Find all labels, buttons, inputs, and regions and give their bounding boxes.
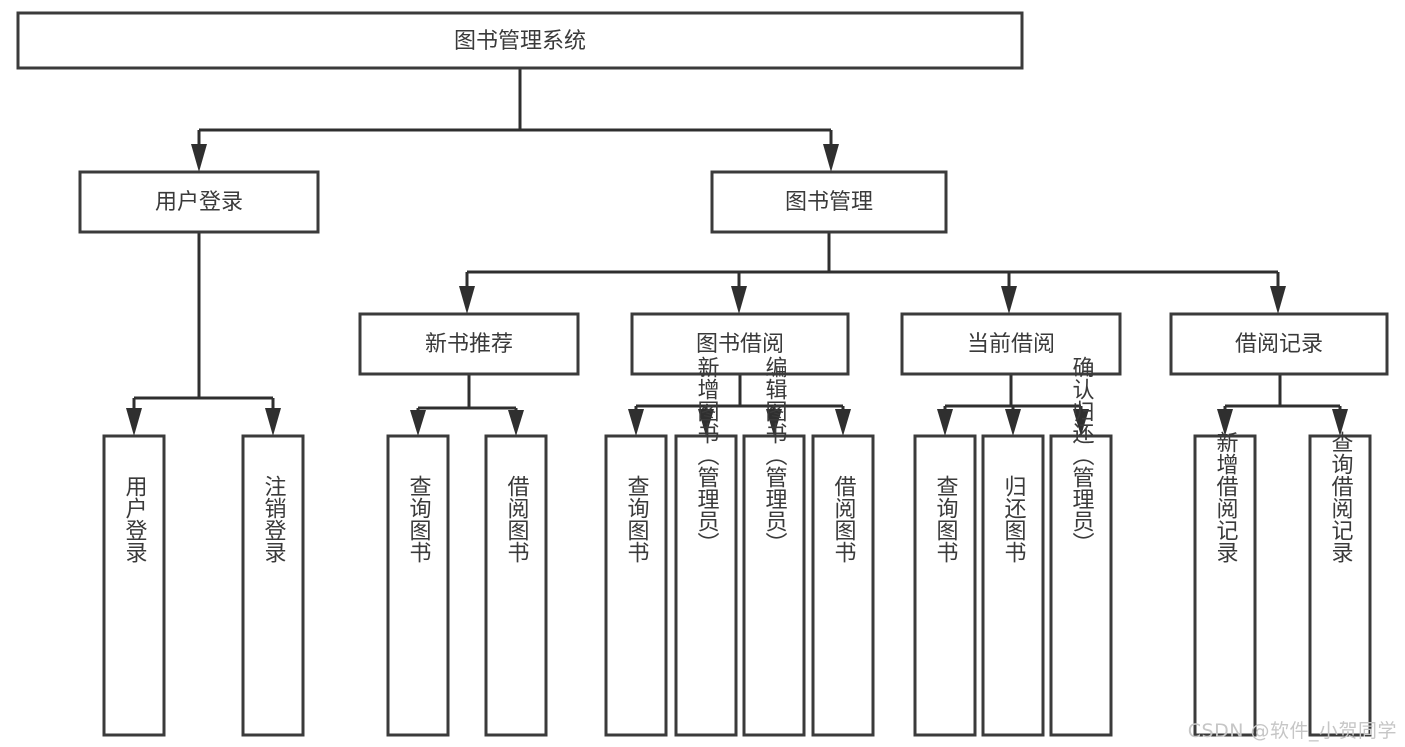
arrowhead-borrow-record xyxy=(1270,286,1286,314)
node-leaf-return-book-box[interactable] xyxy=(981,434,1045,737)
connector-group-bookmanage-to-level2 xyxy=(459,232,1286,314)
node-new-book-rec-label: 新书推荐 xyxy=(425,332,513,357)
connector-group-root-to-level1 xyxy=(191,68,839,172)
node-leaf-edit-book-box[interactable] xyxy=(742,434,806,737)
node-leaf-query-record[interactable]: 查询借阅记录 xyxy=(1308,431,1372,737)
connector-group-bookborrow-to-leaves xyxy=(628,374,851,436)
node-leaf-user-login-box[interactable] xyxy=(102,434,166,737)
node-leaf-query-record-box[interactable] xyxy=(1308,434,1372,737)
node-book-borrow-box[interactable] xyxy=(630,312,850,376)
node-book-manage[interactable]: 图书管理 xyxy=(710,170,948,234)
node-leaf-user-logout[interactable]: 注销登录 xyxy=(241,434,305,737)
node-leaf-add-book-box[interactable] xyxy=(674,434,738,737)
node-leaf-borrow-book-1-label: 借阅图书 xyxy=(504,475,530,563)
node-leaf-query-book-1-label: 查询图书 xyxy=(406,475,432,563)
node-leaf-user-login-label: 用户登录 xyxy=(122,475,148,563)
arrowhead-leaf-user-logout xyxy=(265,408,281,436)
node-user-login[interactable]: 用户登录 xyxy=(78,170,320,234)
connector-group-userlogin-to-leaves xyxy=(126,232,281,436)
node-leaf-return-book-label: 归还图书 xyxy=(1001,475,1027,563)
arrowhead-leaf-return-book xyxy=(1005,409,1021,436)
node-leaf-borrow-book-1[interactable]: 借阅图书 xyxy=(484,434,548,737)
node-leaf-user-login[interactable]: 用户登录 xyxy=(102,434,166,737)
node-leaf-edit-book[interactable]: 编辑图书（管理员） xyxy=(742,356,806,737)
node-current-borrow-box[interactable] xyxy=(900,312,1122,376)
node-current-borrow[interactable]: 当前借阅 xyxy=(900,312,1122,376)
node-leaf-return-book[interactable]: 归还图书 xyxy=(981,434,1045,737)
node-leaf-add-book-label: 新增图书（管理员） xyxy=(694,356,720,554)
node-leaf-add-book[interactable]: 新增图书（管理员） xyxy=(674,356,738,737)
node-root-box[interactable] xyxy=(16,11,1024,70)
node-user-login-box[interactable] xyxy=(78,170,320,234)
arrowhead-leaf-borrow-book-1 xyxy=(508,410,524,436)
node-leaf-confirm-return[interactable]: 确认归还（管理员） xyxy=(1049,356,1113,737)
node-root-label: 图书管理系统 xyxy=(454,29,586,54)
arrowhead-leaf-add-book xyxy=(698,409,714,436)
node-leaf-user-logout-box[interactable] xyxy=(241,434,305,737)
node-leaf-edit-book-label: 编辑图书（管理员） xyxy=(762,356,788,554)
node-user-login-label: 用户登录 xyxy=(155,190,243,215)
node-leaf-borrow-book-2-box[interactable] xyxy=(811,434,875,737)
arrowhead-current-borrow xyxy=(1001,286,1017,314)
node-borrow-record[interactable]: 借阅记录 xyxy=(1169,312,1389,376)
node-new-book-rec[interactable]: 新书推荐 xyxy=(358,312,580,376)
arrowhead-leaf-query-book-1 xyxy=(410,410,426,436)
arrowhead-user-login xyxy=(191,144,207,172)
arrowhead-leaf-query-record xyxy=(1332,409,1348,436)
arrowhead-leaf-query-book-2 xyxy=(628,409,644,436)
node-leaf-add-record-box[interactable] xyxy=(1193,434,1257,737)
node-leaf-borrow-book-2[interactable]: 借阅图书 xyxy=(811,434,875,737)
arrowhead-leaf-edit-book xyxy=(766,409,782,436)
node-book-borrow-label: 图书借阅 xyxy=(696,332,784,357)
node-current-borrow-label: 当前借阅 xyxy=(967,332,1055,357)
node-leaf-add-record-label: 新增借阅记录 xyxy=(1213,431,1239,563)
arrowhead-book-manage xyxy=(823,144,839,172)
arrowhead-leaf-confirm-return xyxy=(1073,409,1089,436)
node-leaf-query-book-2-label: 查询图书 xyxy=(624,475,650,563)
node-leaf-query-book-3-box[interactable] xyxy=(913,434,977,737)
csdn-watermark: CSDN @软件_小贺同学 xyxy=(1187,720,1397,742)
node-leaf-query-book-2-box[interactable] xyxy=(604,434,668,737)
node-root[interactable]: 图书管理系统 xyxy=(16,11,1024,70)
node-leaf-confirm-return-label: 确认归还（管理员） xyxy=(1069,356,1095,554)
node-leaf-borrow-book-2-label: 借阅图书 xyxy=(831,475,857,563)
node-leaf-confirm-return-box[interactable] xyxy=(1049,434,1113,737)
connector-group-currentborrow-to-leaves xyxy=(937,374,1089,436)
node-book-manage-label: 图书管理 xyxy=(785,190,873,215)
node-leaf-query-book-1-box[interactable] xyxy=(386,434,450,737)
node-leaf-query-book-2[interactable]: 查询图书 xyxy=(604,434,668,737)
node-leaf-query-book-3[interactable]: 查询图书 xyxy=(913,434,977,737)
arrowhead-book-borrow xyxy=(731,286,747,314)
node-borrow-record-label: 借阅记录 xyxy=(1235,332,1323,357)
node-leaf-query-record-label: 查询借阅记录 xyxy=(1328,431,1354,563)
arrowhead-leaf-borrow-book-2 xyxy=(835,409,851,436)
node-book-borrow[interactable]: 图书借阅 xyxy=(630,312,850,376)
node-leaf-add-record[interactable]: 新增借阅记录 xyxy=(1193,431,1257,737)
arrowhead-leaf-query-book-3 xyxy=(937,409,953,436)
arrowhead-new-book-rec xyxy=(459,286,475,314)
node-book-manage-box[interactable] xyxy=(710,170,948,234)
connector-group-newbookrec-to-leaves xyxy=(410,374,524,436)
connector-group-borrowrecord-to-leaves xyxy=(1217,374,1348,436)
arrowhead-leaf-add-record xyxy=(1217,409,1233,436)
node-leaf-query-book-3-label: 查询图书 xyxy=(933,475,959,563)
node-borrow-record-box[interactable] xyxy=(1169,312,1389,376)
node-new-book-rec-box[interactable] xyxy=(358,312,580,376)
arrowhead-leaf-user-login xyxy=(126,408,142,436)
node-leaf-query-book-1[interactable]: 查询图书 xyxy=(386,434,450,737)
node-leaf-user-logout-label: 注销登录 xyxy=(261,475,287,563)
node-leaf-borrow-book-1-box[interactable] xyxy=(484,434,548,737)
